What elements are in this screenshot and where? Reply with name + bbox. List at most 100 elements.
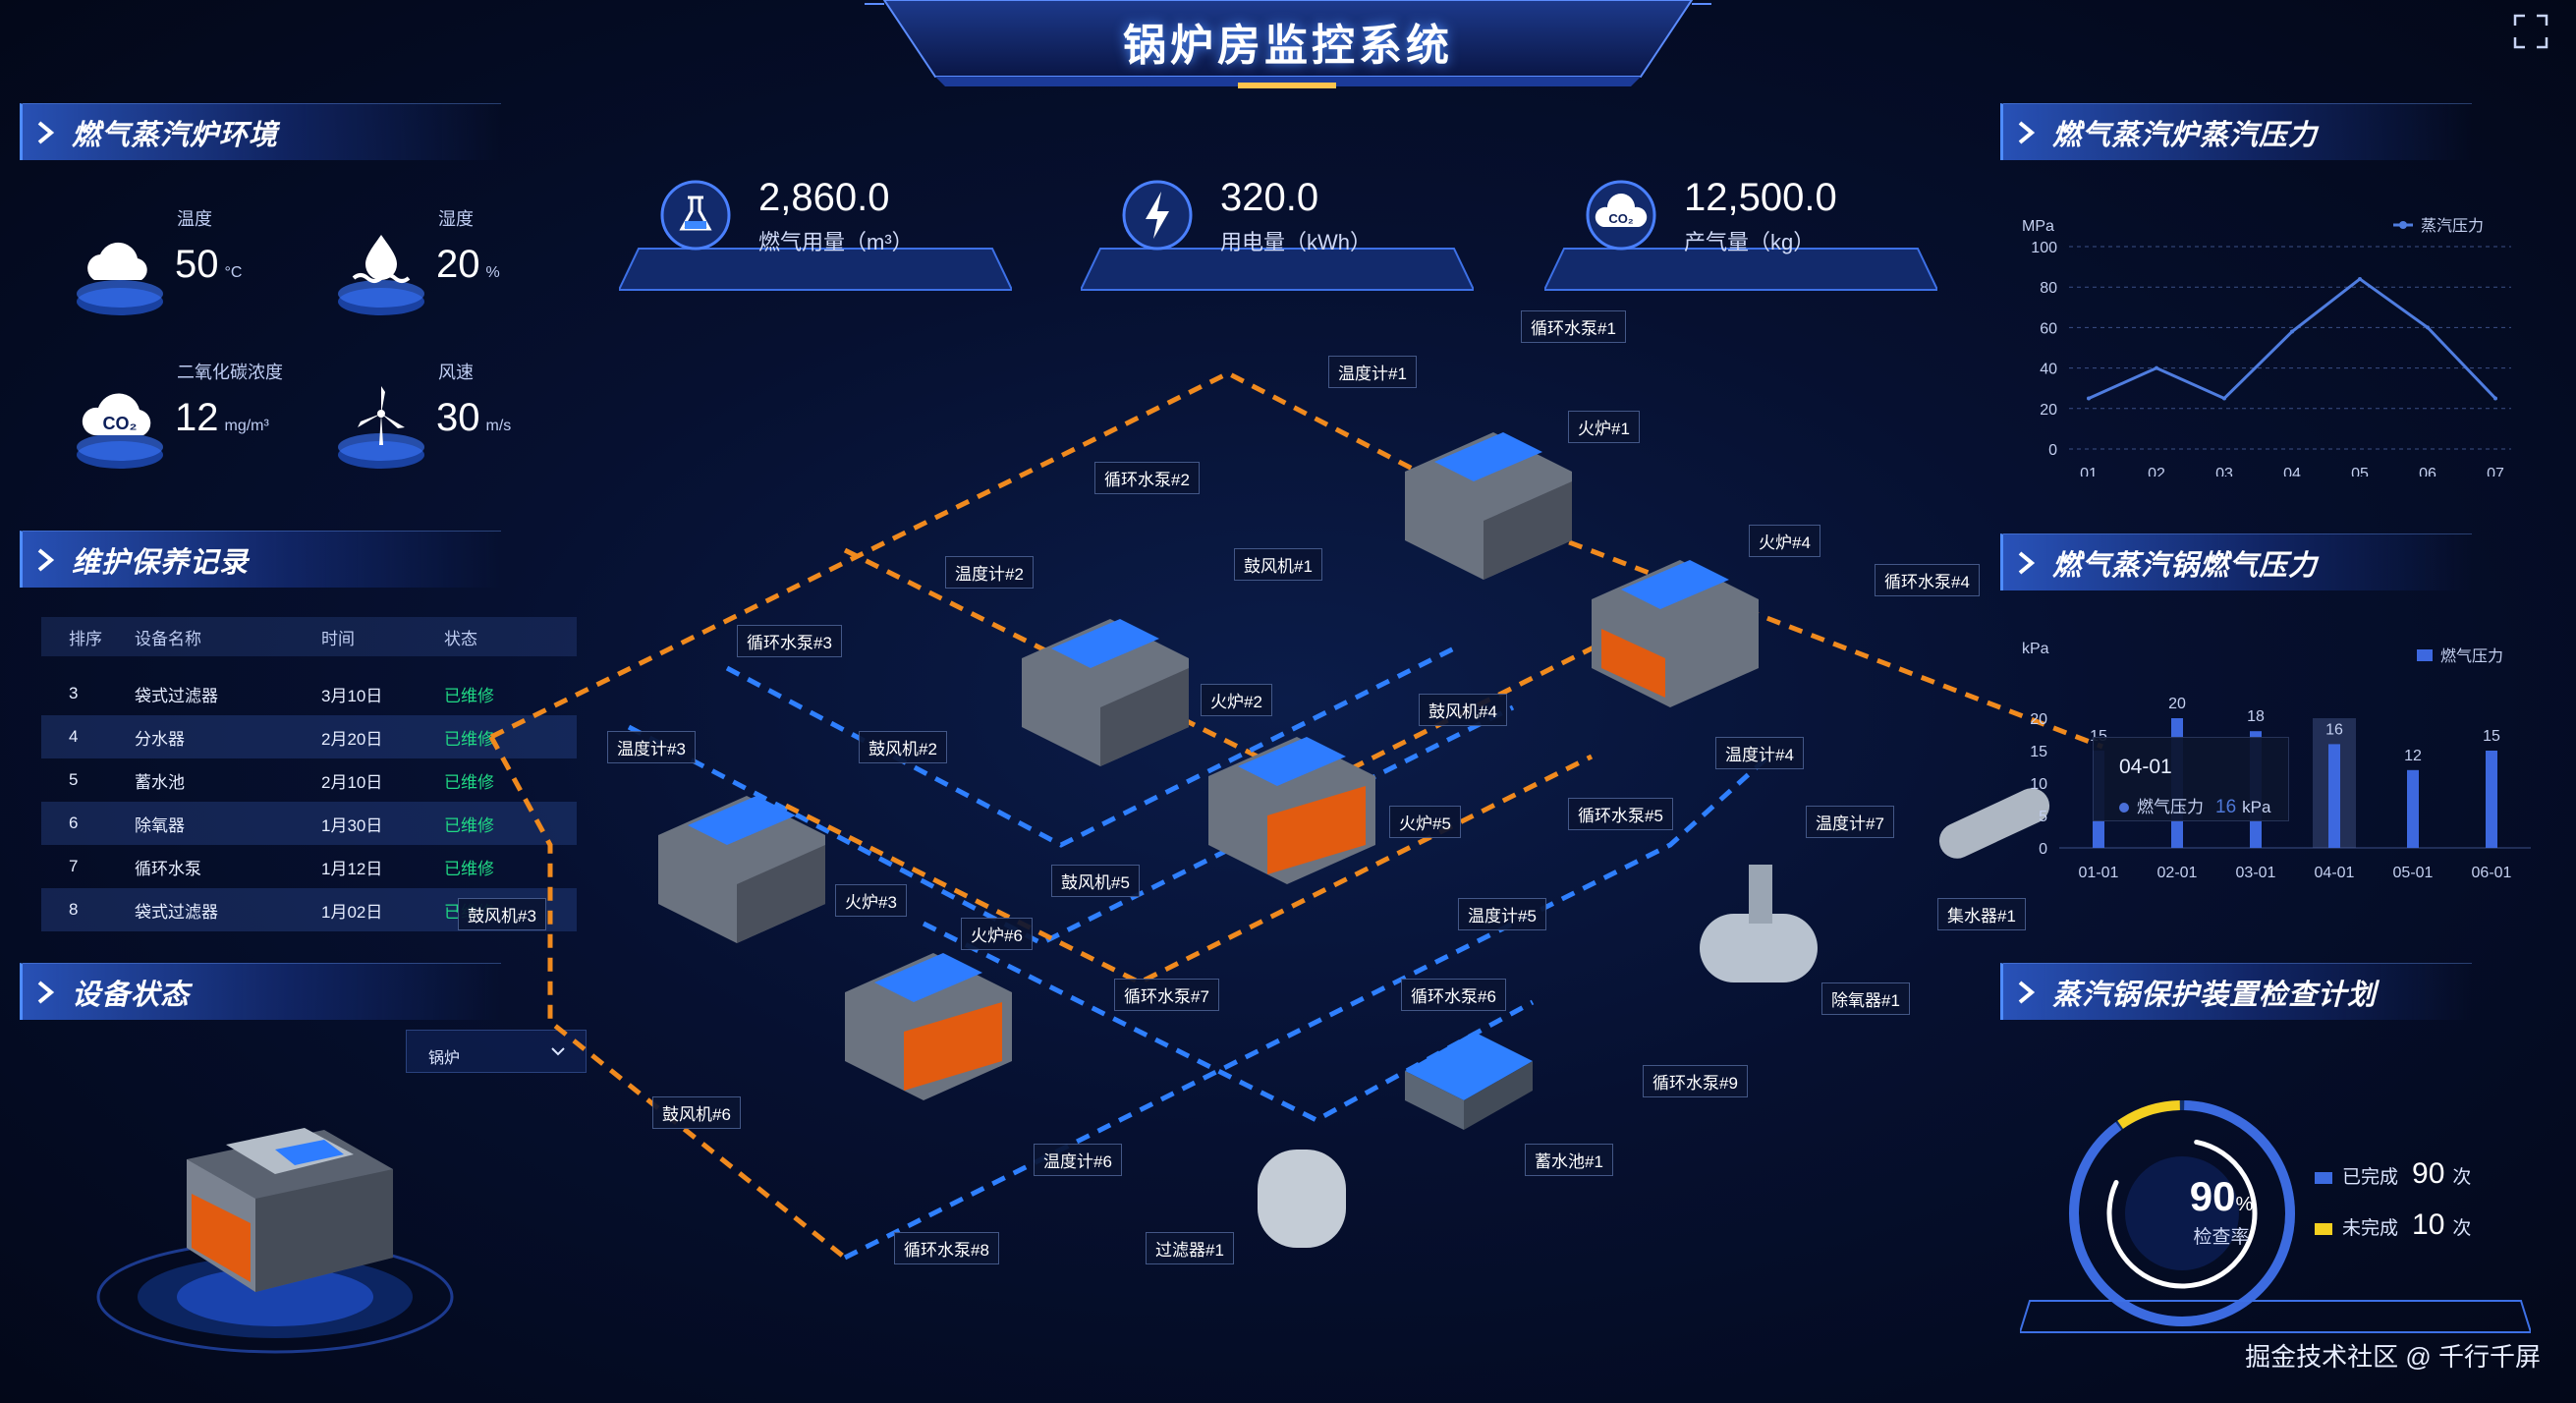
- header: 锅炉房监控系统: [865, 0, 1711, 98]
- panel-title-steam-pressure: 燃气蒸汽炉蒸汽压力: [2000, 103, 2472, 160]
- gauge-arc-completed: [2069, 1100, 2295, 1326]
- env-humidity: 湿度 20%: [332, 201, 588, 319]
- tag-temp2[interactable]: 温度计#2: [945, 556, 1034, 589]
- y-tick-label: 20: [2040, 402, 2057, 419]
- tag-tank1[interactable]: 蓄水池#1: [1525, 1144, 1613, 1176]
- tag-blower1[interactable]: 鼓风机#1: [1234, 548, 1322, 581]
- tag-temp5[interactable]: 温度计#5: [1458, 898, 1546, 930]
- tag-deaerator1[interactable]: 除氧器#1: [1821, 982, 1910, 1015]
- watermark: 掘金技术社区 @ 千行千屏: [2245, 1342, 2541, 1372]
- y-tick-label: 100: [2031, 240, 2057, 256]
- tag-blower3[interactable]: 鼓风机#3: [458, 898, 546, 930]
- tag-temp3[interactable]: 温度计#3: [607, 731, 696, 763]
- tag-pump5[interactable]: 循环水泵#5: [1568, 798, 1673, 830]
- y-tick-label: 60: [2040, 320, 2057, 337]
- steam-output-value: 12,500.0: [1684, 176, 1837, 219]
- x-tick-label: 05-01: [2393, 865, 2434, 881]
- svg-text:CO₂: CO₂: [1608, 211, 1634, 226]
- panel-title-gas-pressure: 燃气蒸汽锅燃气压力: [2000, 533, 2472, 590]
- tag-blower4[interactable]: 鼓风机#4: [1419, 694, 1507, 726]
- tag-pump2[interactable]: 循环水泵#2: [1094, 462, 1200, 494]
- tag-pump1[interactable]: 循环水泵#1: [1521, 310, 1626, 343]
- wind-unit: m/s: [485, 418, 512, 434]
- data-point: [2290, 329, 2294, 334]
- tag-temp6[interactable]: 温度计#6: [1034, 1144, 1122, 1176]
- chevron-down-icon: [551, 1047, 565, 1056]
- filter-icon: [1258, 1150, 1346, 1248]
- data-label: 20: [2168, 696, 2186, 712]
- data-point: [2493, 396, 2497, 401]
- y-tick-label: 80: [2040, 280, 2057, 297]
- inspection-rate-unit: %: [2235, 1194, 2254, 1215]
- data-point: [2155, 365, 2158, 370]
- header-frame: [865, 0, 1711, 88]
- tag-temp1[interactable]: 温度计#1: [1328, 356, 1417, 388]
- y-tick-label: 20: [2030, 711, 2047, 728]
- tag-fire6[interactable]: 火炉#6: [961, 918, 1033, 950]
- chevron-right-icon: [2018, 120, 2036, 144]
- fullscreen-icon[interactable]: [2513, 14, 2548, 49]
- tag-blower2[interactable]: 鼓风机#2: [859, 731, 947, 763]
- tag-fire4[interactable]: 火炉#4: [1749, 525, 1820, 557]
- legend-swatch: [2315, 1171, 2332, 1184]
- tag-pump8[interactable]: 循环水泵#8: [894, 1232, 999, 1264]
- x-tick-label: 03-01: [2236, 865, 2276, 881]
- plant-scene: [488, 370, 2103, 1261]
- svg-text:CO₂: CO₂: [103, 414, 138, 433]
- tag-pump7[interactable]: 循环水泵#7: [1114, 979, 1219, 1011]
- tag-pump9[interactable]: 循环水泵#9: [1643, 1065, 1748, 1097]
- tag-collector1[interactable]: 集水器#1: [1937, 898, 2026, 930]
- legend-label: 燃气压力: [2440, 647, 2503, 665]
- device-select[interactable]: 锅炉: [406, 1030, 587, 1073]
- kpi-gas-usage: 2,860.0 燃气用量（m³）: [619, 162, 1012, 291]
- tag-fire2[interactable]: 火炉#2: [1201, 684, 1272, 716]
- tag-temp4[interactable]: 温度计#4: [1715, 737, 1804, 769]
- completed-count: 90: [2412, 1157, 2445, 1190]
- tank-icon: [1700, 865, 1818, 982]
- collector-icon: [1938, 788, 2050, 859]
- panel-title-environment: 燃气蒸汽炉环境: [20, 103, 501, 160]
- kpi-base: [1081, 248, 1474, 291]
- inspection-rate-value: 90: [2189, 1173, 2236, 1219]
- tag-blower5[interactable]: 鼓风机#5: [1051, 865, 1140, 897]
- bar: [2328, 744, 2340, 848]
- tag-pump3[interactable]: 循环水泵#3: [737, 625, 842, 657]
- tag-temp7[interactable]: 温度计#7: [1806, 806, 1894, 838]
- humidity-icon: [338, 235, 424, 315]
- gas-flask-icon: [660, 180, 731, 251]
- tag-filter1[interactable]: 过滤器#1: [1146, 1232, 1234, 1264]
- x-tick-label: 01: [2080, 466, 2098, 477]
- pipe-blue: [725, 645, 1456, 848]
- legend-swatch: [2315, 1222, 2332, 1235]
- gas-pressure-chart: kPa051015201501-012002-011803-011604-011…: [2022, 641, 2531, 881]
- gauge-arc-pending: [2117, 1100, 2181, 1129]
- gas-usage-value: 2,860.0: [758, 176, 890, 219]
- tag-pump6[interactable]: 循环水泵#6: [1401, 979, 1506, 1011]
- x-tick-label: 03: [2215, 466, 2233, 477]
- tag-blower6[interactable]: 鼓风机#6: [652, 1096, 741, 1129]
- data-label: 15: [2483, 728, 2500, 745]
- data-point: [2358, 276, 2362, 281]
- tag-fire1[interactable]: 火炉#1: [1568, 411, 1640, 443]
- tag-fire5[interactable]: 火炉#5: [1389, 806, 1461, 838]
- chevron-right-icon: [2018, 550, 2036, 575]
- tag-pump4[interactable]: 循环水泵#4: [1875, 564, 1980, 596]
- co2-value: 12: [175, 396, 219, 439]
- humidity-value: 20: [436, 243, 480, 286]
- x-tick-label: 04-01: [2315, 865, 2355, 881]
- tag-fire3[interactable]: 火炉#3: [835, 884, 907, 917]
- gauge-center: [2125, 1156, 2239, 1270]
- humidity-unit: %: [485, 264, 500, 281]
- y-axis-unit: kPa: [2022, 641, 2049, 657]
